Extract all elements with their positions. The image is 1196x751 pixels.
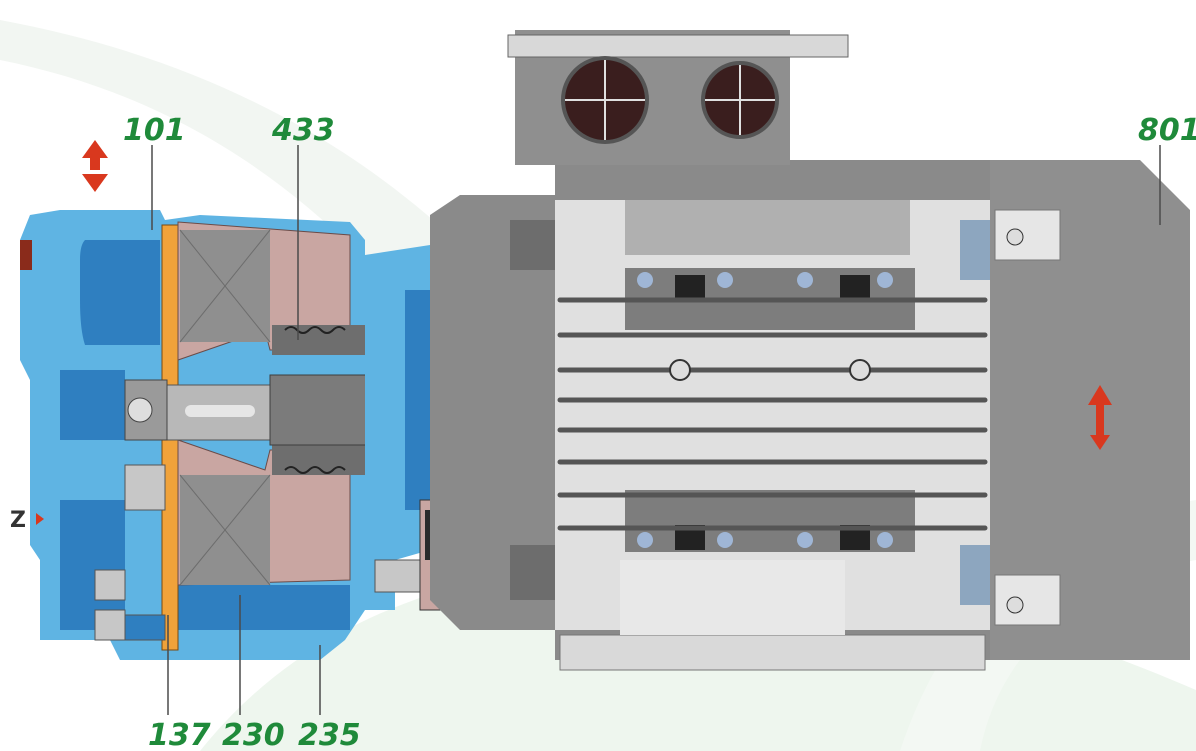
casing-bolts [94, 464, 166, 641]
motor [430, 30, 990, 671]
top-cooling-fins [625, 200, 910, 255]
callout-433: 433 [271, 113, 335, 148]
volute-bottom-chamber [170, 585, 350, 630]
rotor-bars [557, 297, 988, 531]
fan-cover [990, 160, 1190, 660]
motor-base [559, 634, 986, 671]
screw-icon [1006, 596, 1024, 614]
callout-801: 801 [1138, 113, 1196, 148]
inlet-port [20, 240, 32, 270]
axis-label-z: Z [10, 508, 26, 533]
mechanical-seal [272, 325, 367, 475]
volute-mid-chamber [60, 370, 125, 440]
callout-137: 137 [148, 718, 211, 751]
screw-icon [1006, 228, 1024, 246]
flow-direction-arrow-icon [1088, 385, 1112, 450]
callout-leader-lines [151, 145, 1161, 715]
callout-101: 101 [123, 113, 186, 148]
z-axis-arrow-icon [36, 513, 44, 525]
rotation-arrow-icon [82, 140, 108, 192]
volute-upper-chamber [80, 240, 160, 345]
callout-230: 230 [222, 718, 285, 751]
callout-235: 235 [298, 718, 361, 751]
